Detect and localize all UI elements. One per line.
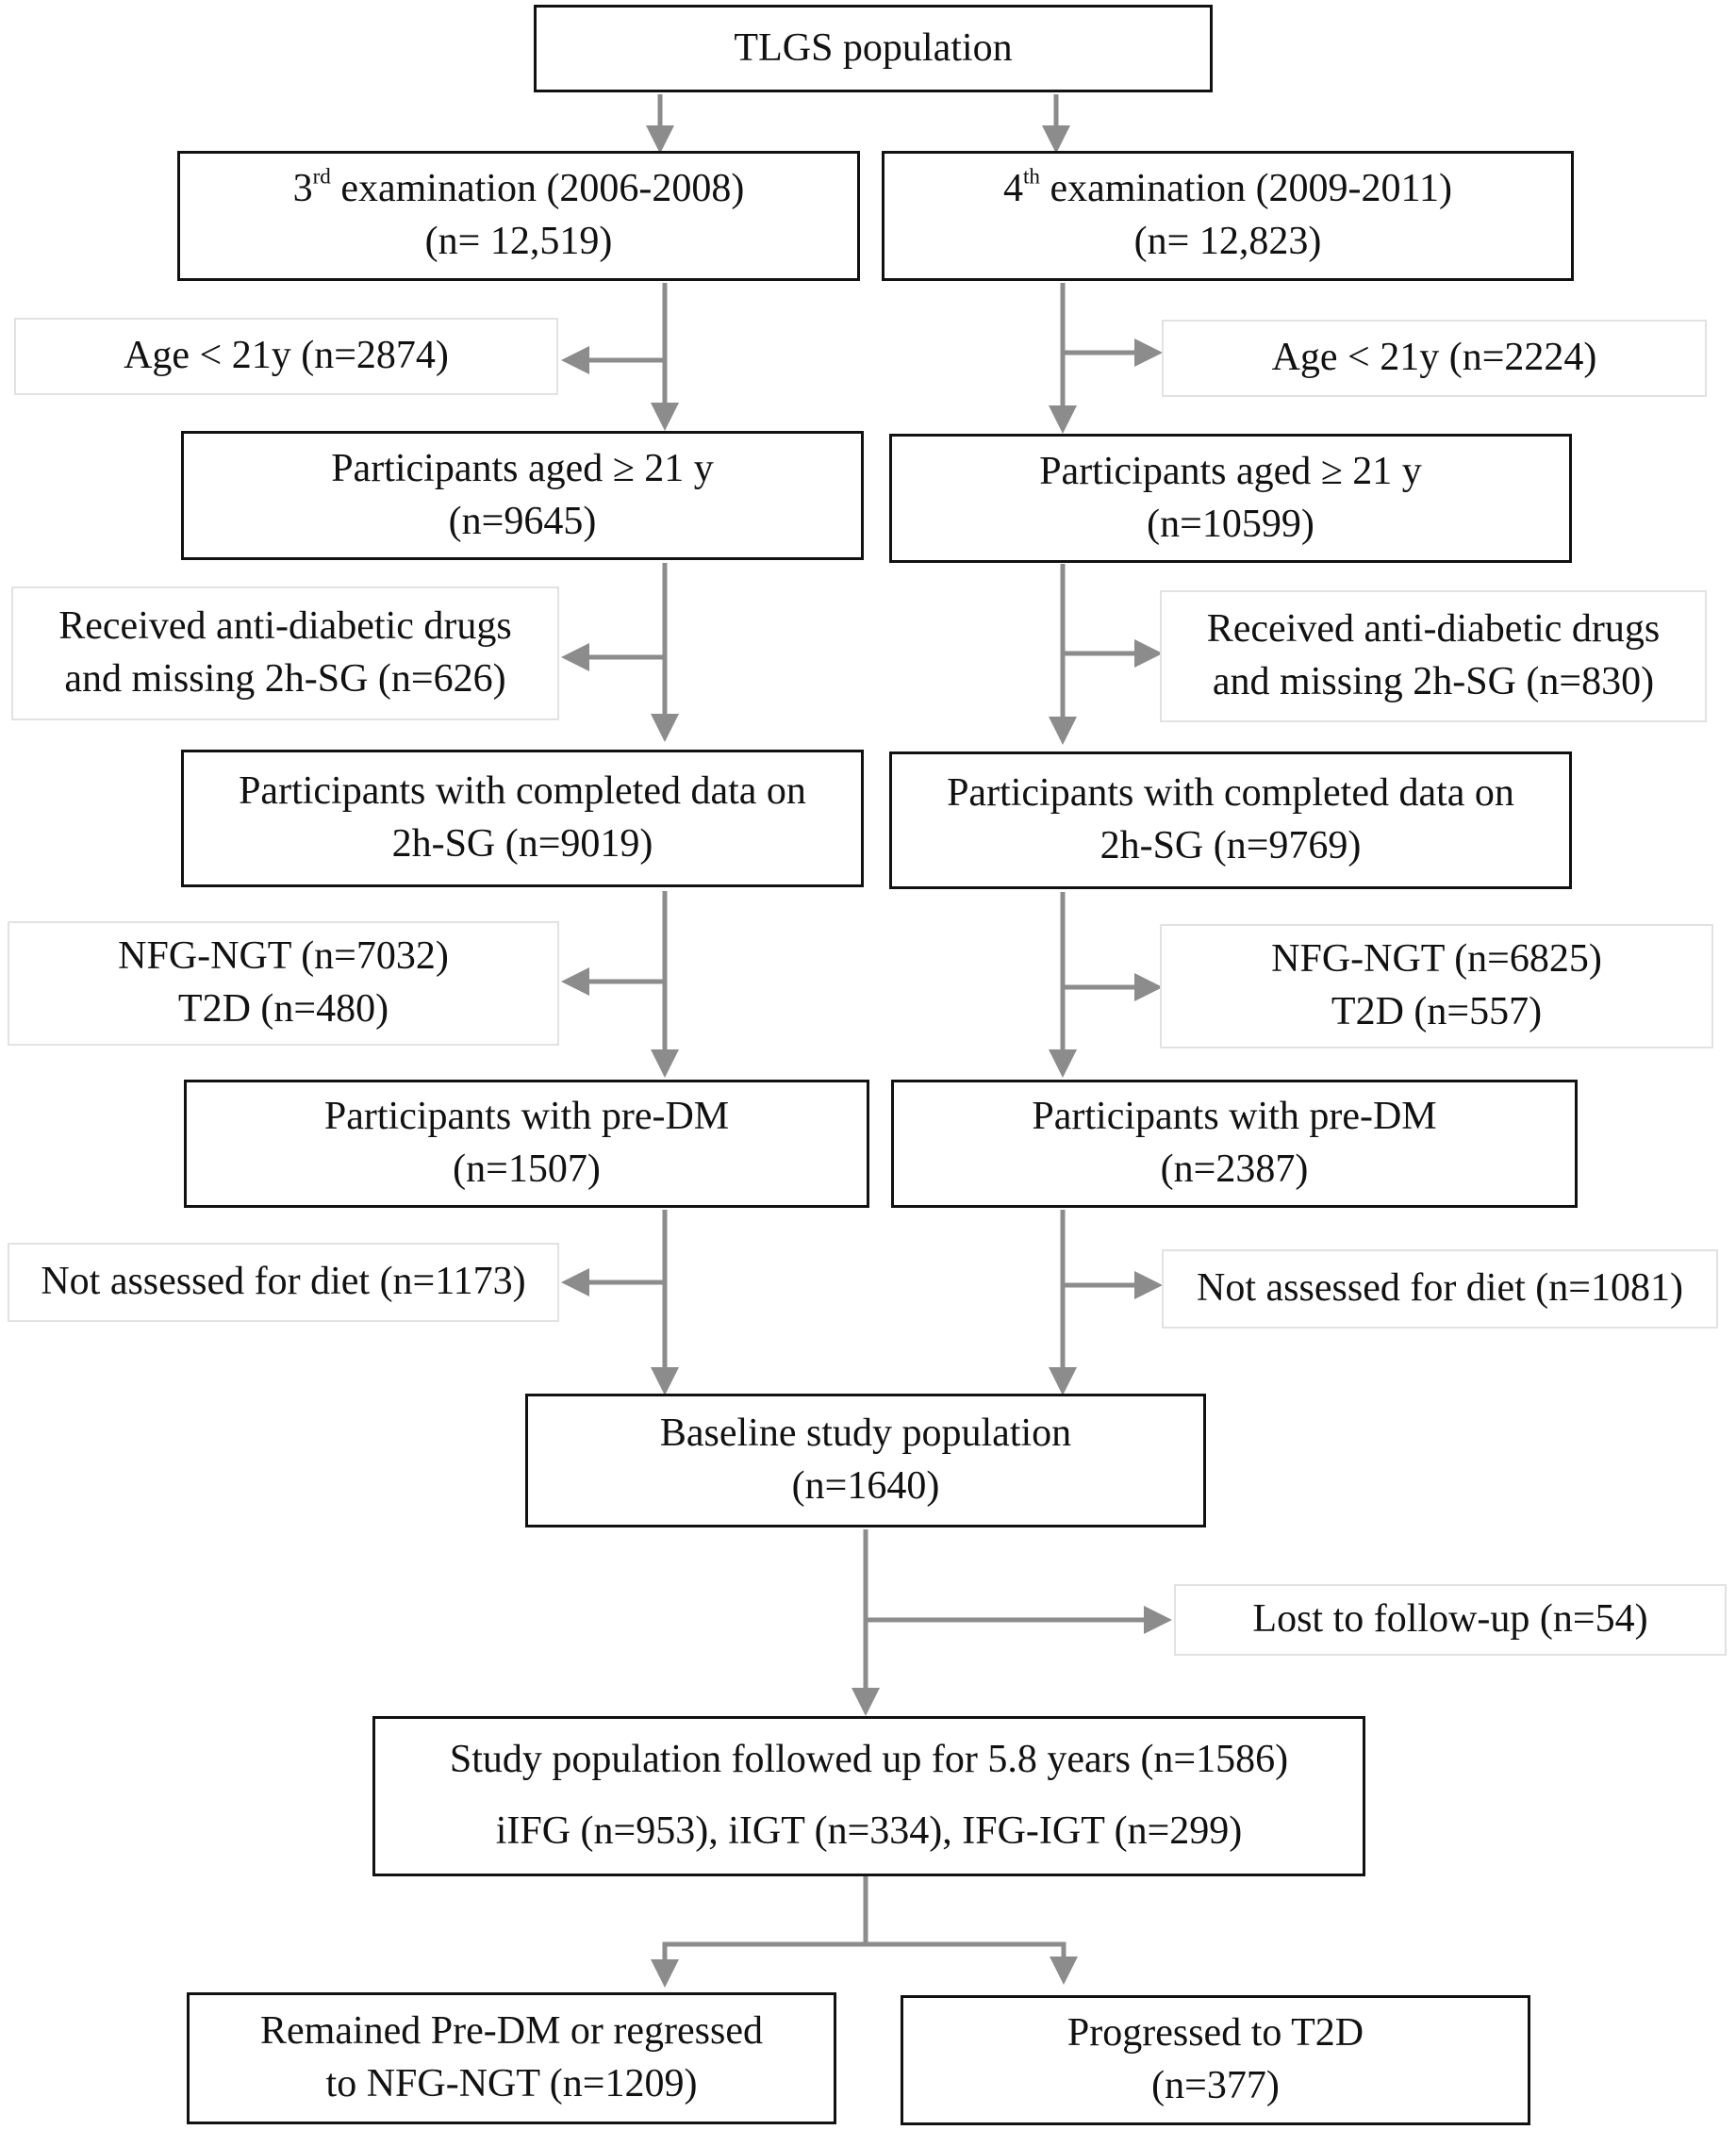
exam4-ordinal: 4: [1003, 167, 1023, 211]
box-drugs-exclusion-left: Received anti-diabetic drugs and missing…: [11, 586, 559, 720]
box-exam3: 3rd examination (2006-2008) (n= 12,519): [177, 151, 860, 281]
box-baseline-population: Baseline study population (n=1640): [525, 1394, 1206, 1527]
box-completed-left: Participants with completed data on 2h-S…: [181, 750, 864, 887]
box-lost-followup: Lost to follow-up (n=54): [1174, 1584, 1727, 1656]
box-aged21-right: Participants aged ≥ 21 y (n=10599): [889, 434, 1572, 563]
box-predm-left: Participants with pre-DM (n=1507): [184, 1080, 869, 1208]
box-predm-right: Participants with pre-DM (n=2387): [891, 1080, 1578, 1208]
box-nfg-exclusion-right: NFG-NGT (n=6825) T2D (n=557): [1160, 924, 1713, 1048]
exam4-ordinal-suffix: th: [1023, 163, 1040, 189]
exam3-ordinal-suffix: rd: [312, 163, 331, 189]
box-tlgs-population: TLGS population: [534, 5, 1213, 92]
exam3-title: examination (2006-2008): [330, 167, 745, 211]
box-age-exclusion-left: Age < 21y (n=2874): [14, 318, 558, 395]
exam4-count: (n= 12,823): [1133, 220, 1322, 263]
box-aged21-left: Participants aged ≥ 21 y (n=9645): [181, 431, 864, 560]
box-exam4: 4th examination (2009-2011) (n= 12,823): [882, 151, 1574, 281]
exam4-title: examination (2009-2011): [1039, 167, 1452, 211]
box-drugs-exclusion-right: Received anti-diabetic drugs and missing…: [1160, 590, 1707, 722]
box-progressed-t2d: Progressed to T2D (n=377): [901, 1995, 1530, 2125]
box-diet-exclusion-left: Not assessed for diet (n=1173): [8, 1243, 559, 1322]
box-followed-population: Study population followed up for 5.8 yea…: [372, 1716, 1365, 1876]
box-diet-exclusion-right: Not assessed for diet (n=1081): [1162, 1249, 1718, 1329]
box-nfg-exclusion-left: NFG-NGT (n=7032) T2D (n=480): [8, 921, 559, 1046]
box-completed-right: Participants with completed data on 2h-S…: [889, 751, 1572, 889]
box-remained-predm: Remained Pre-DM or regressed to NFG-NGT …: [187, 1992, 836, 2124]
box-age-exclusion-right: Age < 21y (n=2224): [1162, 320, 1707, 397]
connector-split-bar: [662, 1941, 1078, 1985]
exam3-count: (n= 12,519): [424, 220, 613, 263]
exam3-ordinal: 3: [292, 167, 313, 211]
